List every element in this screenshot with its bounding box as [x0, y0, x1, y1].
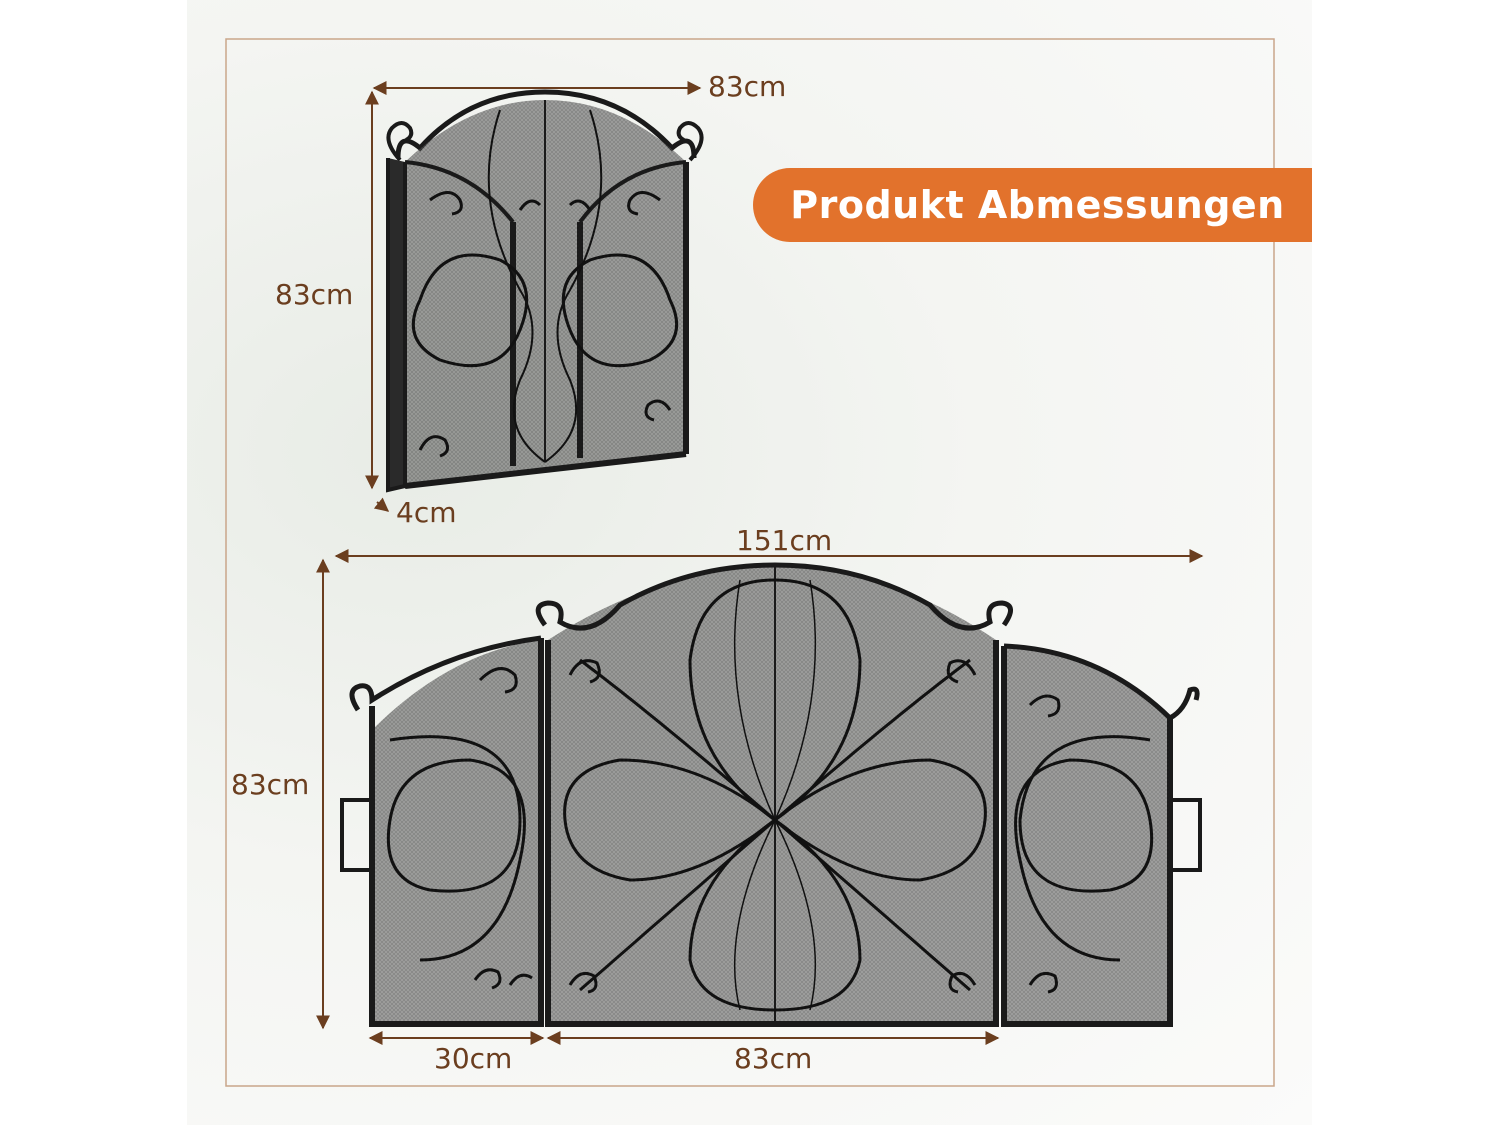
side-panel-width-label: 30cm: [434, 1042, 512, 1075]
folded-height-label: 83cm: [275, 278, 353, 311]
content-frame: [225, 38, 1275, 1087]
folded-fire-screen: [386, 89, 704, 493]
open-fire-screen: [340, 562, 1202, 1027]
center-panel: [535, 562, 1013, 1027]
folded-width-label: 83cm: [708, 70, 786, 103]
folded-depth-label: 4cm: [396, 496, 456, 529]
right-side-panel: [1001, 643, 1202, 1027]
folded-depth-dimension: [373, 497, 390, 512]
product-dimensions-badge: Produkt Abmessungen: [753, 168, 1312, 242]
center-panel-width-label: 83cm: [734, 1042, 812, 1075]
open-total-width-label: 151cm: [736, 524, 832, 557]
open-height-label: 83cm: [231, 768, 309, 801]
left-side-panel: [340, 635, 544, 1027]
